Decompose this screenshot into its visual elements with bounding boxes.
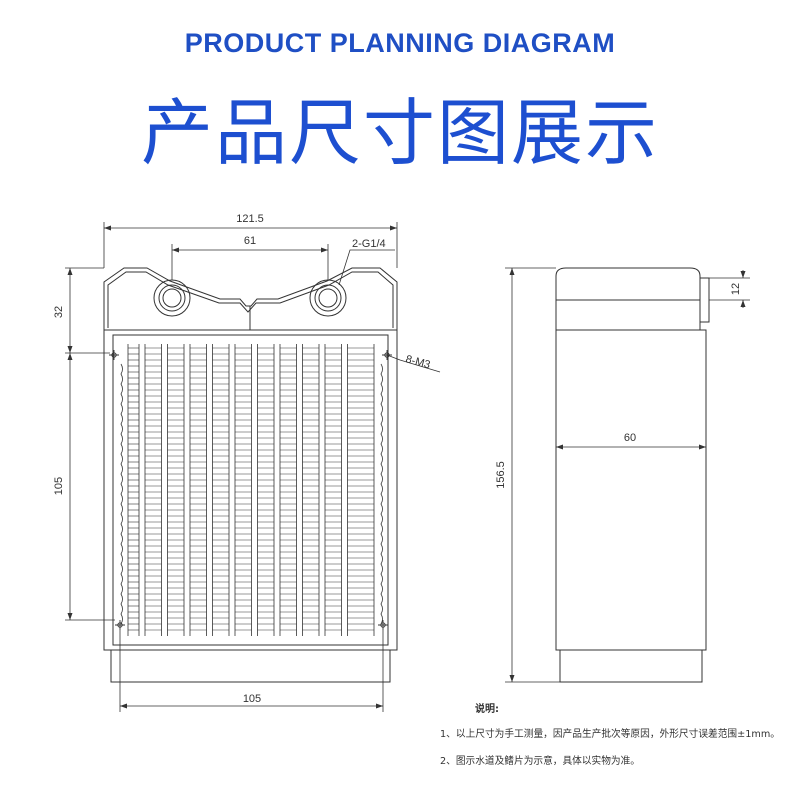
top-header-outline: [103, 267, 398, 330]
front-view: [103, 267, 398, 683]
front-dimensions: [65, 222, 441, 712]
top-header-inner: [107, 271, 394, 328]
dim-mount-horizontal: 105: [243, 693, 261, 705]
port-right: [309, 279, 347, 317]
dim-port-spacing: 61: [244, 235, 256, 247]
side-body: [555, 329, 707, 651]
title-chinese: 产品尺寸图展示: [140, 91, 659, 175]
notes-heading: 说明:: [475, 702, 499, 715]
side-bottom: [559, 649, 703, 683]
side-view: [555, 267, 710, 683]
notes-line-2: 2、图示水道及鳍片为示意，具体以实物为准。: [440, 754, 640, 767]
dim-side-offset: 12: [730, 283, 742, 295]
dim-top-height: 32: [53, 306, 65, 318]
dim-mount-vertical: 105: [53, 477, 65, 495]
fin-core: [120, 344, 383, 636]
port-left: [153, 279, 191, 317]
notes-line-1: 1、以上尺寸为手工测量，因产品生产批次等原因，外形尺寸误差范围±1mm。: [440, 727, 780, 740]
side-fitting: [699, 277, 710, 323]
bottom-tank: [110, 649, 391, 683]
side-dimensions: [505, 267, 750, 683]
dim-mount-label: 8-M3: [404, 353, 431, 371]
dim-total-height: 156.5: [495, 461, 507, 489]
dim-overall-width: 121.5: [236, 213, 264, 225]
title-english: PRODUCT PLANNING DIAGRAM: [184, 28, 616, 58]
dim-depth: 60: [624, 432, 636, 444]
dim-port-label: 2-G1/4: [352, 238, 386, 250]
side-top-cap: [555, 267, 701, 300]
